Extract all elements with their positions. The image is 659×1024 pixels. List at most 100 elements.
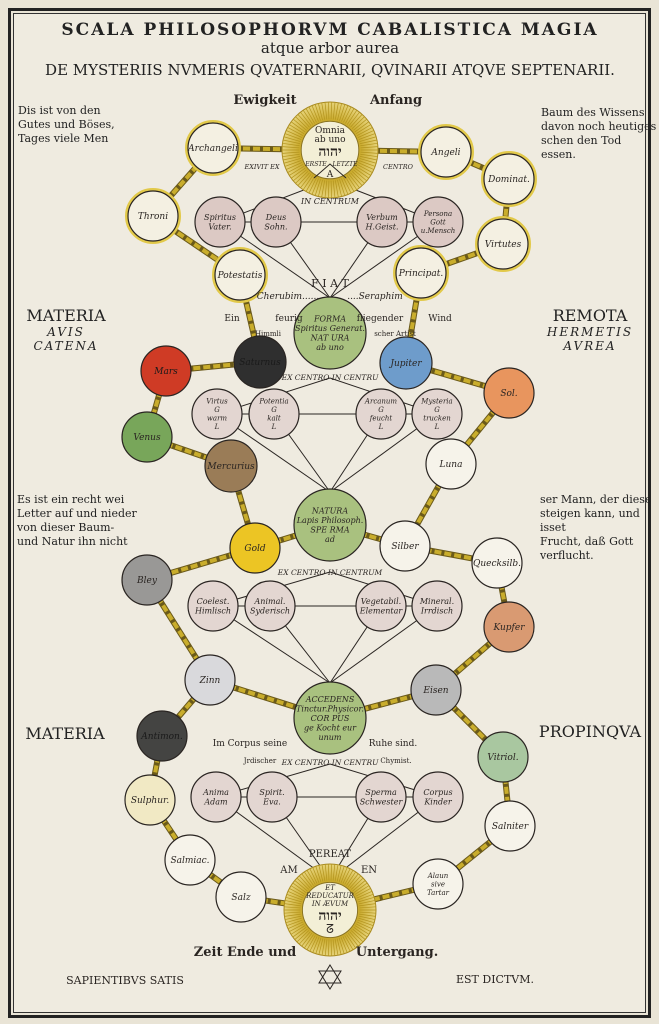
- node-label: Dominat.: [487, 175, 530, 185]
- sun-ray: [359, 136, 377, 142]
- node-label: Anima: [202, 788, 229, 797]
- node-potestatis: Potestatis: [212, 247, 268, 303]
- label-in_centrum: IN CENTRUM: [300, 197, 360, 206]
- node-mars: Mars: [140, 345, 192, 397]
- aurea-text: AVREA: [563, 339, 617, 353]
- plate-subtitle: atque arbor aurea: [260, 39, 400, 57]
- node-circle: [124, 774, 176, 826]
- sun-ray: [287, 890, 304, 899]
- node-label: ge Kocht eur: [304, 723, 357, 732]
- materia-remota-label: MATERIA AVIS CATENA: [26, 306, 105, 353]
- text-line: steigen kann, und isset: [540, 507, 640, 534]
- node-circle: [411, 580, 463, 632]
- sun-ray: [348, 111, 360, 127]
- sun-ray: [289, 124, 305, 135]
- node-label: ACCEDENS: [305, 695, 355, 704]
- node-circle: [204, 439, 258, 493]
- sun-ray: [332, 102, 336, 120]
- sun-ray: [287, 921, 304, 930]
- node-circle: [250, 196, 302, 248]
- sun-ray: [354, 885, 370, 895]
- sun-ray: [332, 864, 336, 881]
- node-label: Throni: [138, 212, 168, 222]
- node-label: Adam: [203, 798, 228, 807]
- node-label: Virtutes: [485, 240, 522, 250]
- sun-ray: [314, 104, 321, 121]
- sun-ray: [342, 936, 351, 952]
- node-label: Lapis Philosoph.: [296, 516, 364, 525]
- node-label: Verbum: [366, 213, 398, 222]
- sun-ray: [356, 890, 373, 899]
- node-label: trucken: [423, 415, 451, 423]
- node-label: Quecksilb.: [473, 559, 521, 569]
- sun-ray: [338, 937, 345, 954]
- sun-ray: [346, 871, 357, 886]
- node-ring: [212, 247, 268, 303]
- sun-ray: [324, 864, 328, 881]
- label-scher: scher Artist: [374, 330, 416, 338]
- plate-title-2: DE MYSTERIIS NVMERIS QVATERNARII, QVINAR…: [45, 61, 615, 79]
- node-label: Mysteria: [420, 398, 452, 406]
- sun-ray: [360, 142, 378, 147]
- avis-text: AVIS: [47, 325, 85, 339]
- remota-label: REMOTA HERMETIS AVREA: [547, 306, 633, 353]
- node-circle: [483, 153, 535, 205]
- sun-ray: [334, 102, 339, 120]
- node-label: Kupfer: [492, 623, 525, 633]
- node-label: NAT URA: [310, 334, 350, 343]
- sun-ray: [296, 930, 310, 943]
- text-line: und Natur ihn nicht: [17, 535, 128, 548]
- sun-ray: [359, 158, 377, 164]
- node-label: Sol.: [500, 389, 517, 399]
- sun-ray: [359, 156, 378, 161]
- node-circle: [420, 126, 472, 178]
- sun-ray: [300, 173, 312, 189]
- sun-ray: [293, 169, 307, 182]
- sun-ray: [354, 925, 370, 935]
- sun-ray: [355, 888, 371, 897]
- sun-ray: [344, 869, 354, 885]
- sun-ray: [356, 921, 373, 930]
- sun-ray: [294, 880, 308, 892]
- label-sapientibus: SAPIENTIBVS SATIS: [66, 974, 184, 987]
- label-exivit: EXIVIT EX: [244, 163, 280, 171]
- node-circle: [425, 438, 477, 490]
- node-p4b: Spirit.Eva.: [246, 771, 298, 823]
- sun-ray: [321, 180, 326, 198]
- node-venus: Venus: [121, 411, 173, 463]
- sun-ray: [282, 153, 300, 158]
- sun-disc: [301, 881, 359, 939]
- sun-ray: [359, 913, 376, 917]
- side-text-top-right: Baum des Wissens davon noch heutiges sch…: [541, 106, 659, 162]
- node-circle: [246, 771, 298, 823]
- plate-title: SCALA PHILOSOPHORVM CABALISTICA MAGIA: [61, 20, 599, 40]
- label-ein: Ein: [224, 314, 239, 324]
- label-am: AM: [279, 865, 297, 876]
- sun-ray: [295, 116, 309, 129]
- sun-ray: [282, 151, 300, 154]
- sun-ray: [354, 167, 370, 179]
- sun-ray: [356, 127, 373, 136]
- sun-ray: [346, 175, 358, 190]
- node-label: NATURA: [311, 507, 348, 516]
- node-label: Virtus: [206, 398, 228, 406]
- node-label: Sperma: [365, 788, 397, 797]
- node-ring: [418, 124, 474, 180]
- sun-ray: [358, 900, 376, 905]
- sun-ray: [286, 130, 303, 138]
- label-pereat: PEREAT: [309, 849, 352, 860]
- node-circle: [140, 345, 192, 397]
- sun-ray: [351, 171, 365, 184]
- node-label: G: [434, 406, 440, 414]
- node-label: Silber: [391, 542, 419, 552]
- node-salniter: Salniter: [484, 800, 536, 852]
- sun-ray: [297, 172, 310, 186]
- label-excentro1: EX CENTRO IN CENTRU: [281, 373, 379, 382]
- sun-ray: [358, 133, 376, 140]
- sun-text: Omnia: [315, 126, 346, 136]
